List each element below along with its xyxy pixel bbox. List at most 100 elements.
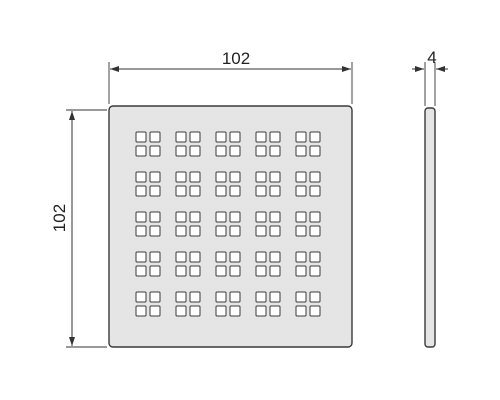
square-hole <box>135 185 147 197</box>
square-hole <box>295 131 307 143</box>
square-hole <box>255 171 267 183</box>
square-hole <box>149 145 161 157</box>
square-hole <box>295 185 307 197</box>
square-hole <box>189 171 201 183</box>
square-hole <box>255 211 267 223</box>
square-hole <box>255 185 267 197</box>
square-hole <box>189 211 201 223</box>
square-hole <box>149 251 161 263</box>
height-dimension-label: 102 <box>50 204 69 232</box>
width-dimension: 102 <box>108 49 353 104</box>
square-hole <box>295 211 307 223</box>
square-hole <box>229 251 241 263</box>
square-hole <box>309 131 321 143</box>
square-hole <box>309 305 321 317</box>
square-hole <box>229 225 241 237</box>
square-hole <box>215 171 227 183</box>
square-hole <box>255 305 267 317</box>
square-hole <box>269 131 281 143</box>
square-hole <box>215 211 227 223</box>
square-hole <box>269 145 281 157</box>
square-hole <box>149 171 161 183</box>
square-hole <box>215 305 227 317</box>
square-hole <box>295 251 307 263</box>
square-hole <box>135 265 147 277</box>
square-hole <box>149 131 161 143</box>
square-hole <box>215 291 227 303</box>
square-hole <box>189 131 201 143</box>
square-hole <box>309 185 321 197</box>
square-hole <box>175 225 187 237</box>
square-hole <box>295 305 307 317</box>
square-hole <box>229 171 241 183</box>
square-hole <box>175 251 187 263</box>
square-hole <box>295 171 307 183</box>
square-hole <box>269 211 281 223</box>
hole-pattern <box>135 131 321 317</box>
square-hole <box>269 251 281 263</box>
front-view <box>108 105 353 348</box>
square-hole <box>175 265 187 277</box>
square-hole <box>215 265 227 277</box>
square-hole <box>135 305 147 317</box>
square-hole <box>269 291 281 303</box>
square-hole <box>189 251 201 263</box>
square-hole <box>135 251 147 263</box>
square-hole <box>295 145 307 157</box>
square-hole <box>269 225 281 237</box>
square-hole <box>149 291 161 303</box>
thickness-dimension-label: 4 <box>427 48 436 67</box>
square-hole <box>255 265 267 277</box>
square-hole <box>309 251 321 263</box>
square-hole <box>135 145 147 157</box>
square-hole <box>135 225 147 237</box>
square-hole <box>175 185 187 197</box>
square-hole <box>309 171 321 183</box>
square-hole <box>229 305 241 317</box>
square-hole <box>255 131 267 143</box>
square-hole <box>189 291 201 303</box>
width-dimension-label: 102 <box>222 49 250 68</box>
square-hole <box>215 185 227 197</box>
square-hole <box>269 265 281 277</box>
square-hole <box>189 185 201 197</box>
square-hole <box>295 225 307 237</box>
square-hole <box>269 305 281 317</box>
side-view <box>424 107 436 348</box>
square-hole <box>255 225 267 237</box>
square-hole <box>175 305 187 317</box>
square-hole <box>215 251 227 263</box>
square-hole <box>229 265 241 277</box>
square-hole <box>229 211 241 223</box>
square-hole <box>149 305 161 317</box>
square-hole <box>229 185 241 197</box>
square-hole <box>309 211 321 223</box>
square-hole <box>175 171 187 183</box>
square-hole <box>309 225 321 237</box>
square-hole <box>309 265 321 277</box>
square-hole <box>135 131 147 143</box>
thickness-dimension: 4 <box>412 48 448 106</box>
square-hole <box>269 185 281 197</box>
square-hole <box>189 145 201 157</box>
square-hole <box>135 171 147 183</box>
square-hole <box>295 291 307 303</box>
square-hole <box>215 145 227 157</box>
square-hole <box>135 291 147 303</box>
square-hole <box>255 145 267 157</box>
square-hole <box>215 225 227 237</box>
square-hole <box>215 131 227 143</box>
square-hole <box>175 145 187 157</box>
square-hole <box>309 291 321 303</box>
square-hole <box>149 185 161 197</box>
square-hole <box>175 211 187 223</box>
square-hole <box>269 171 281 183</box>
square-hole <box>149 211 161 223</box>
square-hole <box>309 145 321 157</box>
square-hole <box>255 251 267 263</box>
square-hole <box>149 225 161 237</box>
square-hole <box>255 291 267 303</box>
square-hole <box>229 131 241 143</box>
square-hole <box>189 265 201 277</box>
